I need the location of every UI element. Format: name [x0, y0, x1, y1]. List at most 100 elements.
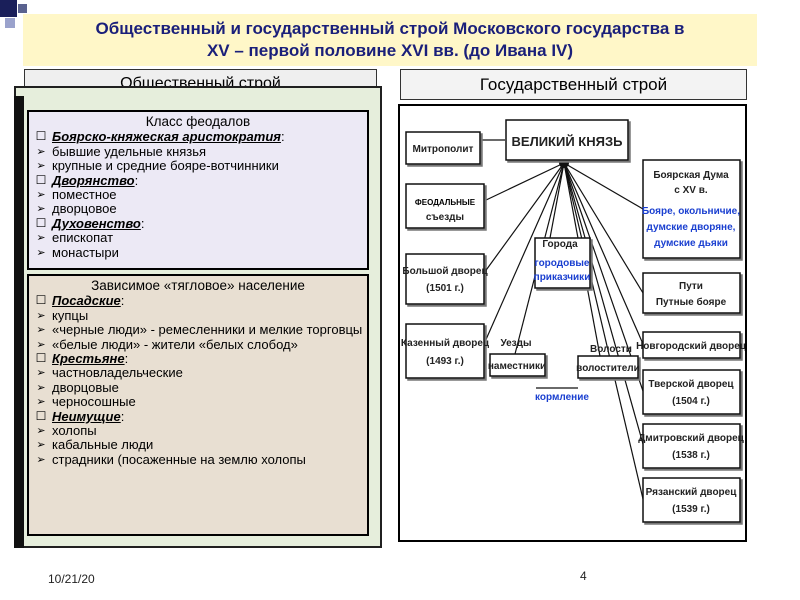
dependent-list-item: ➢частновладельческие — [29, 366, 367, 380]
text-ways-1: Пути — [679, 281, 703, 292]
dependent-list-item: ☐ Посадские: — [29, 293, 367, 309]
text-counties: Уезды — [500, 338, 531, 349]
line-ways — [563, 162, 644, 294]
arrow-bullet-icon: ➢ — [36, 425, 46, 438]
dependent-item-label: дворцовые — [52, 379, 119, 395]
arrow-bullet-icon: ➢ — [36, 189, 46, 202]
line-novgorod — [563, 162, 644, 345]
feudal-item-suffix: : — [140, 215, 145, 231]
text-metropolitan: Митрополит — [413, 144, 474, 155]
square-bullet-icon: ☐ — [35, 408, 47, 423]
box-cities — [534, 237, 591, 289]
box-ryazan-palace — [642, 477, 741, 523]
arrow-bullet-icon: ➢ — [36, 203, 46, 216]
text-duma-1: Боярская Дума — [653, 170, 729, 181]
arrow-bullet-icon: ➢ — [36, 381, 46, 394]
feudal-item-label: монастыри — [52, 244, 119, 260]
corner-square-light — [5, 18, 15, 28]
line-treasury — [483, 162, 565, 345]
square-bullet-icon: ☐ — [35, 351, 47, 366]
dependent-item-suffix: : — [124, 351, 129, 367]
connector-lines — [480, 139, 644, 500]
dependent-population-list: ☐ Посадские: ➢ купцы ➢ «черные люди» - ремесл… — [29, 293, 367, 467]
dependent-item-label: частновладельческие — [52, 365, 183, 381]
feudal-list-item: ☐Духовенство: — [29, 215, 367, 231]
feudal-list-item: ☐Дворянство: — [29, 172, 367, 188]
feudal-class-list: ☐Боярско-княжеская аристократия:➢бывшие … — [29, 129, 367, 260]
dependent-item-label: купцы — [52, 307, 89, 323]
dependent-item-suffix: : — [120, 293, 125, 309]
feudal-list-item: ➢ поместное — [29, 187, 367, 203]
dependent-list-item: ➢«белые люди» - жители «белых слобод» — [29, 337, 367, 352]
box-ways — [642, 272, 741, 314]
arrow-bullet-icon: ➢ — [36, 232, 46, 245]
text-dmitrov: Дмитровский дворец — [638, 433, 744, 444]
text-grand-prince: ВЕЛИКИЙ КНЯЗЬ — [512, 134, 623, 149]
feudal-item-label: крупные и средние бояре-вотчинники — [52, 158, 279, 174]
feudal-list-item: ➢епископат — [29, 231, 367, 245]
dependent-list-item: ➢черносошные — [29, 395, 367, 409]
feudal-item-label: Боярско-княжеская аристократия — [52, 129, 281, 145]
header-state-structure: Государственный строй — [400, 69, 747, 100]
feudal-class-box: Класс феодалов ☐ Боярско-княжеская аристо… — [27, 110, 369, 270]
corner-square-dark — [0, 0, 17, 17]
text-city-clerks-2: приказчики — [534, 272, 591, 283]
title-background — [23, 14, 757, 66]
square-bullet-icon: ☐ — [35, 129, 47, 144]
box-metropolitan — [405, 131, 481, 165]
dependent-item-label: «черные люди» - ремесленники и мелкие то… — [52, 322, 363, 338]
feudal-item-label: дворцовое — [52, 201, 117, 217]
box-big-palace — [405, 253, 485, 305]
text-ryazan-year: (1539 г.) — [672, 504, 710, 515]
dependent-item-label: холопы — [52, 423, 97, 439]
dependent-item-label: Крестьяне — [52, 351, 125, 367]
arrow-bullet-icon: ➢ — [36, 145, 46, 158]
state-structure-diagram: Митрополит ВЕЛИКИЙ КНЯЗЬ ФЕОДАЛЬНЫЕ съез… — [401, 119, 745, 523]
footer-date: 10/21/20 — [48, 572, 95, 586]
text-duma-4: думские дворяне, — [647, 222, 736, 233]
box-congresses — [405, 183, 485, 229]
text-treasury-palace-year: (1493 г.) — [426, 356, 464, 367]
feudal-list-item: ➢бывшие удельные князья — [29, 144, 367, 159]
text-duma-2: с XV в. — [674, 185, 708, 196]
arrow-bullet-icon: ➢ — [36, 396, 46, 409]
text-big-palace: Большой дворец — [402, 266, 488, 277]
line-duma — [563, 162, 644, 210]
box-grand-prince — [505, 119, 629, 161]
feudal-list-item: ☐ Боярско-княжеская аристократия: — [29, 129, 367, 145]
title-line-2: XV – первой половине XVI вв. (до Ивана I… — [206, 41, 574, 60]
text-ryazan: Рязанский дворец — [646, 487, 738, 498]
text-dmitrov-year: (1538 г.) — [672, 450, 710, 461]
arrow-bullet-icon: ➢ — [36, 160, 46, 173]
feudal-item-label: Дворянство — [52, 172, 135, 188]
feudal-item-suffix: : — [280, 129, 285, 145]
line-tver — [563, 162, 644, 392]
box-volostels — [577, 355, 639, 379]
text-volostels: волостители — [576, 363, 640, 374]
square-bullet-icon: ☐ — [35, 293, 47, 308]
arrow-bullet-icon: ➢ — [36, 324, 46, 337]
dependent-list-item: ➢ купцы — [29, 307, 367, 323]
feudal-list-item: ➢ дворцовое — [29, 202, 367, 216]
text-cities: Города — [542, 239, 578, 250]
state-structure-panel: Митрополит ВЕЛИКИЙ КНЯЗЬ ФЕОДАЛЬНЫЕ съез… — [398, 104, 747, 542]
arrow-bullet-icon: ➢ — [36, 453, 46, 466]
dependent-population-title: Зависимое «тягловое» население — [91, 278, 305, 293]
dependent-item-label: Посадские — [52, 293, 121, 309]
feudal-class-title: Класс феодалов — [145, 114, 251, 129]
text-governors: наместники — [488, 361, 546, 372]
feudal-list-item: ➢монастыри — [29, 244, 367, 260]
line-dmitrov — [563, 162, 644, 445]
text-feeding: кормление — [535, 392, 589, 403]
text-ways-2: Путные бояре — [656, 296, 727, 308]
dependent-item-label: страдники (посаженные на землю холопы — [52, 451, 306, 467]
arrow-bullet-icon: ➢ — [36, 309, 46, 322]
text-congresses: съезды — [426, 212, 464, 223]
title-line-1: Общественный и государственный строй Мос… — [95, 19, 685, 38]
feudal-item-label: поместное — [52, 187, 117, 203]
text-volosts: Волости — [590, 344, 632, 355]
square-bullet-icon: ☐ — [35, 172, 47, 187]
dependent-list-item: ➢ страдники (посаженные на землю холопы — [29, 451, 367, 467]
text-duma-3: Бояре, окольничие, — [642, 206, 740, 217]
line-big-palace — [483, 162, 565, 274]
